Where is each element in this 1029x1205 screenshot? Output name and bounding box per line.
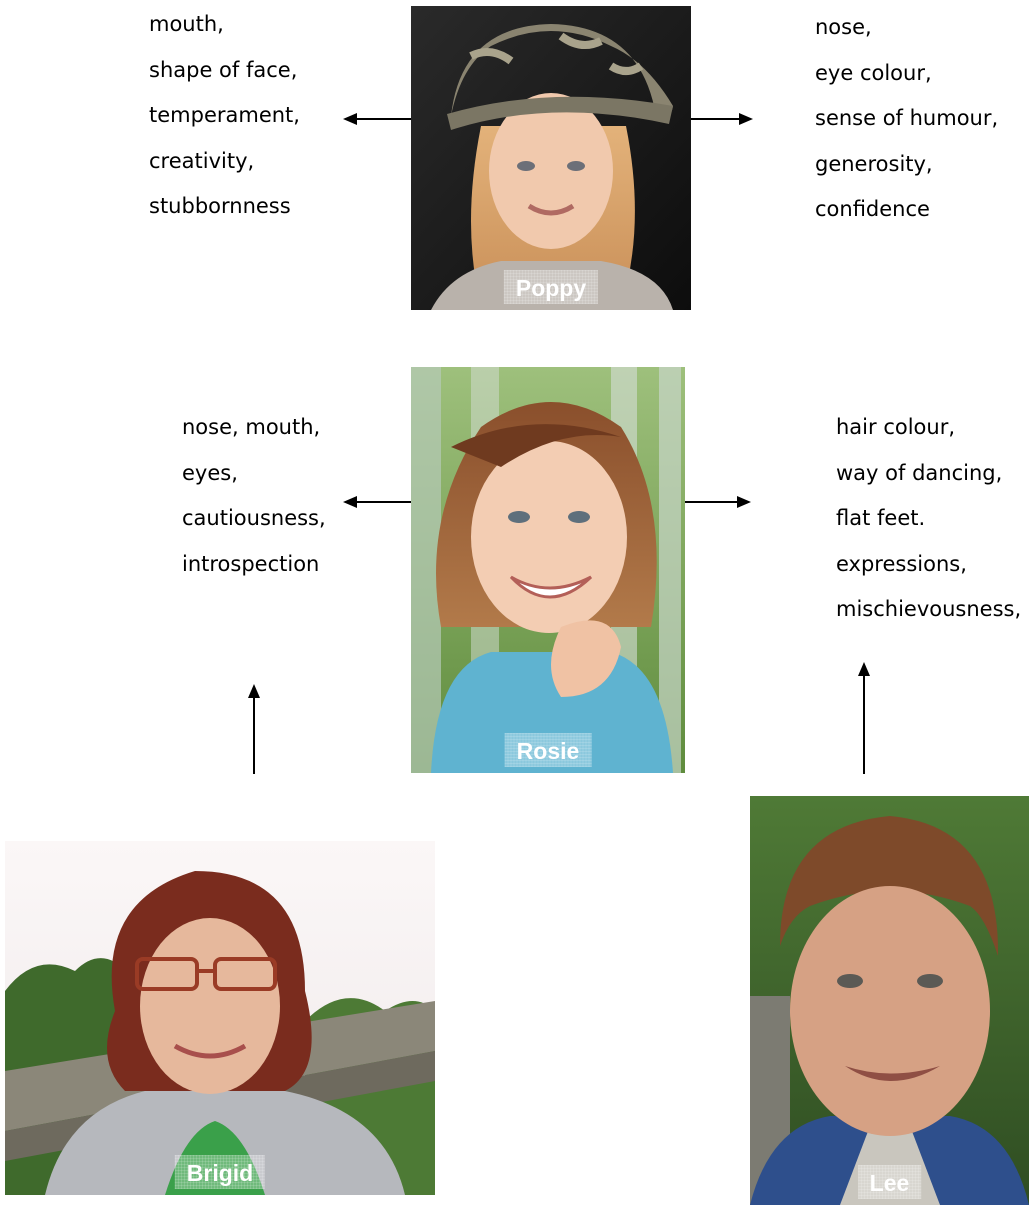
arrow-up-icon	[248, 684, 260, 774]
poppy-right-traits: nose, eye colour, sense of humour, gener…	[815, 5, 998, 233]
lee-portrait-image	[750, 796, 1029, 1205]
arrow-right-icon	[685, 496, 751, 508]
trait-item: shape of face,	[149, 57, 298, 82]
trait-item: introspection	[182, 551, 320, 576]
arrow-right-icon	[691, 113, 753, 125]
trait-item: generosity,	[815, 151, 933, 176]
rosie-photo: Rosie	[411, 367, 685, 773]
trait-item: hair colour,	[836, 415, 956, 439]
trait-item: sense of humour,	[815, 106, 999, 130]
trait-item: stubbornness	[149, 194, 291, 218]
poppy-name-label: Poppy	[504, 270, 598, 304]
brigid-name-label: Brigid	[175, 1155, 265, 1189]
poppy-right-arrow	[691, 112, 753, 126]
poppy-left-arrow	[343, 112, 413, 126]
rosie-portrait-image	[411, 367, 685, 773]
trait-item: confidence	[815, 197, 930, 221]
trait-item: flat feet.	[836, 506, 926, 530]
brigid-portrait-image	[5, 841, 435, 1195]
rosie-right-arrow	[685, 495, 751, 509]
brigid-photo: Brigid	[5, 841, 435, 1195]
trait-item: temperament,	[149, 103, 300, 127]
trait-item: mischievousness,	[836, 597, 1022, 621]
rosie-left-arrow	[343, 495, 413, 509]
arrow-up-icon	[858, 662, 870, 774]
rosie-name-label: Rosie	[505, 733, 592, 767]
trait-item: eye colour,	[815, 60, 932, 85]
lee-photo: Lee	[750, 796, 1029, 1205]
lee-up-arrow	[857, 662, 871, 774]
trait-item: cautiousness,	[182, 506, 326, 530]
arrow-left-icon	[343, 113, 411, 125]
trait-item: way of dancing,	[836, 460, 1003, 485]
trait-item: creativity,	[149, 148, 255, 173]
poppy-photo: Poppy	[411, 6, 691, 310]
trait-item: nose,	[815, 15, 872, 39]
rosie-right-traits: hair colour, way of dancing, flat feet. …	[836, 405, 1021, 633]
trait-item: eyes,	[182, 460, 238, 485]
brigid-up-arrow	[247, 684, 261, 774]
trait-item: nose, mouth,	[182, 415, 321, 439]
poppy-portrait-image	[411, 6, 691, 310]
trait-item: mouth,	[149, 12, 224, 36]
poppy-left-traits: mouth, shape of face, temperament, creat…	[149, 2, 300, 230]
rosie-left-traits: nose, mouth, eyes, cautiousness, introsp…	[182, 405, 326, 587]
lee-name-label: Lee	[858, 1165, 922, 1199]
arrow-left-icon	[343, 496, 411, 508]
trait-item: expressions,	[836, 551, 967, 576]
